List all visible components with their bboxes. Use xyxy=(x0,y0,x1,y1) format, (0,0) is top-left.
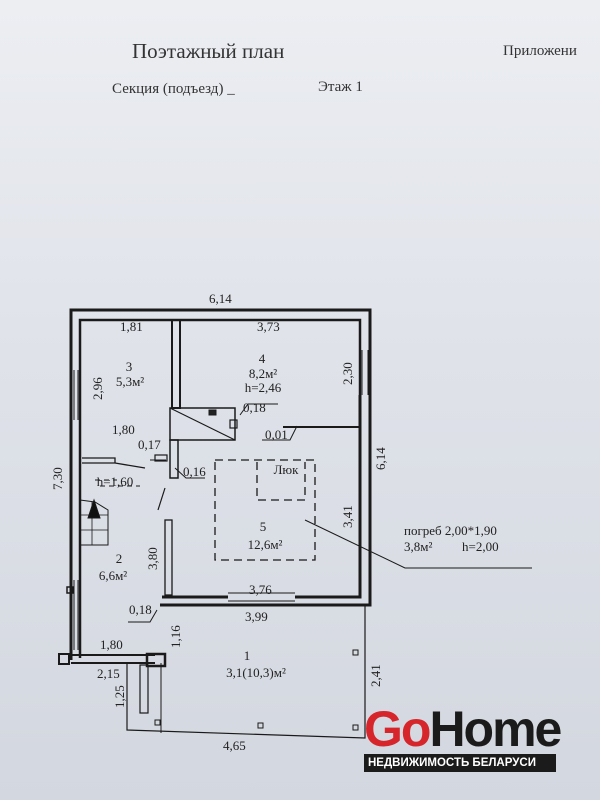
dim-top-total: 6,14 xyxy=(209,291,232,306)
dim-right-total: 6,14 xyxy=(373,447,388,470)
room-5-area: 12,6м² xyxy=(248,537,283,552)
room-1-number: 1 xyxy=(244,648,251,663)
dimension-labels: 6,14 1,81 3,73 2,96 2,30 7,30 6,14 1,80 … xyxy=(50,291,388,753)
dim-296: 2,96 xyxy=(90,377,105,400)
dim-116: 1,16 xyxy=(168,625,183,648)
walls xyxy=(58,308,532,739)
hatch-label: Люк xyxy=(274,462,300,477)
dim-241: 2,41 xyxy=(368,664,383,687)
dim-465: 4,65 xyxy=(223,738,246,753)
room-labels: 1 3,1(10,3)м² 2 6,6м² 3 5,3м² 4 8,2м² h=… xyxy=(97,351,299,680)
room-2-area: 6,6м² xyxy=(99,568,127,583)
cellar-height: h=2,00 xyxy=(462,539,499,554)
dim-230: 2,30 xyxy=(340,362,355,385)
section-label: Секция (подъезд) _ xyxy=(112,81,235,97)
gohome-logo: GoHome НЕДВИЖИМОСТЬ БЕЛАРУСИ xyxy=(364,704,562,772)
dim-373: 3,73 xyxy=(257,319,280,334)
floor-label: Этаж 1 xyxy=(318,79,363,95)
logo-home: Home xyxy=(429,701,562,757)
dim-180a: 1,80 xyxy=(112,422,135,437)
dim-215: 2,15 xyxy=(97,666,120,681)
dim-016: 0,16 xyxy=(183,464,206,479)
dim-376: 3,76 xyxy=(249,582,272,597)
dim-341: 3,41 xyxy=(340,505,355,528)
logo-tagline: НЕДВИЖИМОСТЬ БЕЛАРУСИ xyxy=(364,754,556,772)
logo-go: Go xyxy=(364,701,431,757)
dim-017: 0,17 xyxy=(138,437,161,452)
dim-399: 3,99 xyxy=(245,609,268,624)
dim-380: 3,80 xyxy=(145,547,160,570)
cellar-label: погреб 2,00*1,90 xyxy=(404,523,497,538)
appendix-label: Приложени xyxy=(503,43,577,59)
dim-001: 0,01 xyxy=(265,427,288,442)
dim-018a: 0,18 xyxy=(243,400,266,415)
room-1-area: 3,1(10,3)м² xyxy=(226,665,286,680)
room-3-area: 5,3м² xyxy=(116,374,144,389)
stairs-height: h=1,60 xyxy=(97,474,134,489)
room-4-number: 4 xyxy=(259,351,266,366)
room-3-number: 3 xyxy=(126,359,133,374)
dim-018b: 0,18 xyxy=(129,602,152,617)
cellar-area: 3,8м² xyxy=(404,539,432,554)
dim-180b: 1,80 xyxy=(100,637,123,652)
dim-left-total: 7,30 xyxy=(50,467,65,490)
room-5-number: 5 xyxy=(260,519,267,534)
room-4-height: h=2,46 xyxy=(245,380,282,395)
dim-181: 1,81 xyxy=(120,319,143,334)
plan-title: Поэтажный план xyxy=(132,39,284,63)
room-2-number: 2 xyxy=(116,551,123,566)
dim-125: 1,25 xyxy=(112,685,127,708)
room-4-area: 8,2м² xyxy=(249,366,277,381)
